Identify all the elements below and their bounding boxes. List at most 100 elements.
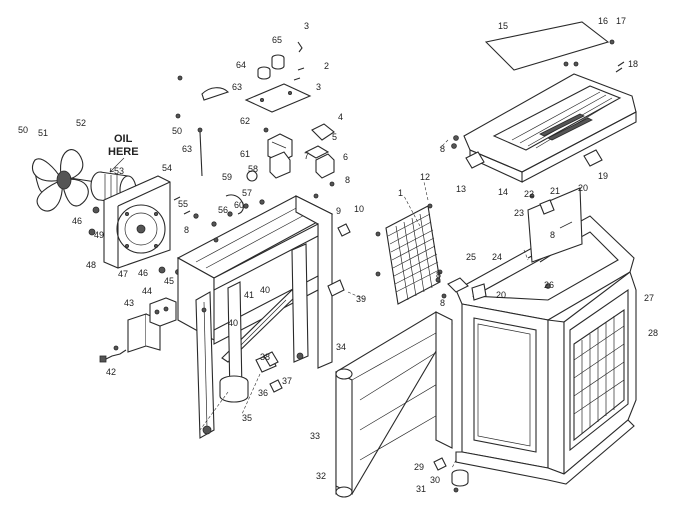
evaporative-media-pad xyxy=(335,311,453,498)
leader-lines xyxy=(199,139,529,469)
top-grille-assembly xyxy=(463,73,637,183)
fan-blade xyxy=(31,149,89,212)
callout-29: 29 xyxy=(414,462,424,472)
callout-15: 15 xyxy=(498,21,508,31)
callout-2: 2 xyxy=(324,61,329,71)
shaft-rod xyxy=(197,127,203,177)
callout-36: 36 xyxy=(258,388,268,398)
top-lid-cover xyxy=(484,21,610,71)
callout-50-a: 50 xyxy=(18,125,28,135)
callout-8-d: 8 xyxy=(440,298,445,308)
callout-54: 54 xyxy=(162,163,172,173)
drain-plug xyxy=(433,457,469,493)
callout-57: 57 xyxy=(242,188,252,198)
callout-32: 32 xyxy=(316,471,326,481)
oil-cap xyxy=(257,54,285,80)
callout-3-b: 3 xyxy=(316,82,321,92)
misc-hardware-right xyxy=(263,193,443,367)
callout-59: 59 xyxy=(222,172,232,182)
callout-8-e: 8 xyxy=(436,270,441,280)
small-screws-top xyxy=(175,41,335,243)
callout-26: 26 xyxy=(544,280,554,290)
callout-20-b: 20 xyxy=(496,290,506,300)
callout-51: 51 xyxy=(38,128,48,138)
callout-8-c: 8 xyxy=(184,225,189,235)
callout-12: 12 xyxy=(420,172,430,182)
switch-box xyxy=(127,297,177,353)
callout-labels: 1 2 3 3 4 5 6 7 8 8 8 8 8 8 9 10 12 13 1… xyxy=(18,16,658,494)
motor-top-cover xyxy=(201,87,230,101)
callout-39: 39 xyxy=(356,294,366,304)
clip-10 xyxy=(337,223,351,237)
float-valve-parts xyxy=(441,193,555,301)
callout-58: 58 xyxy=(248,164,258,174)
float-pump xyxy=(219,375,249,403)
bearing-block xyxy=(269,151,335,179)
callout-5: 5 xyxy=(332,132,337,142)
callout-40-a: 40 xyxy=(228,318,238,328)
callout-38: 38 xyxy=(260,352,270,362)
callout-18: 18 xyxy=(628,59,638,69)
callout-21: 21 xyxy=(550,186,560,196)
callout-43: 43 xyxy=(124,298,134,308)
callout-42: 42 xyxy=(106,367,116,377)
callout-8-f: 8 xyxy=(550,230,555,240)
cabinet-housing xyxy=(455,215,637,485)
fan-shroud xyxy=(103,175,171,269)
callout-50-b: 50 xyxy=(172,126,182,136)
callout-27: 27 xyxy=(644,293,654,303)
callout-44: 44 xyxy=(142,286,152,296)
center-support-post xyxy=(291,243,309,363)
callout-63: 63 xyxy=(232,82,242,92)
callout-60: 60 xyxy=(234,200,244,210)
callout-9: 9 xyxy=(336,206,341,216)
callout-8-a: 8 xyxy=(345,175,350,185)
callout-24: 24 xyxy=(492,252,502,262)
callout-31: 31 xyxy=(416,484,426,494)
callout-45: 45 xyxy=(164,276,174,286)
callout-22: 22 xyxy=(524,189,534,199)
callout-49: 49 xyxy=(94,230,104,240)
callout-40-b: 40 xyxy=(260,285,270,295)
callout-56: 56 xyxy=(218,205,228,215)
callout-34: 34 xyxy=(336,342,346,352)
callout-62: 62 xyxy=(240,116,250,126)
mounting-plate xyxy=(244,83,312,113)
callout-19: 19 xyxy=(598,171,608,181)
callout-8-b: 8 xyxy=(440,144,445,154)
oil-note-line2: HERE xyxy=(108,146,139,158)
callout-4: 4 xyxy=(338,112,343,122)
callout-7: 7 xyxy=(304,151,309,161)
callout-48: 48 xyxy=(86,260,96,270)
lid-clips xyxy=(451,39,625,169)
callout-65: 65 xyxy=(272,35,282,45)
callout-13: 13 xyxy=(456,184,466,194)
callout-46-a: 46 xyxy=(72,216,82,226)
front-louver-grille xyxy=(375,205,441,305)
callout-30: 30 xyxy=(430,475,440,485)
power-cord-plug xyxy=(99,345,127,363)
callout-33: 33 xyxy=(310,431,320,441)
callout-55: 55 xyxy=(178,199,188,209)
callout-14: 14 xyxy=(498,187,508,197)
callout-10: 10 xyxy=(354,204,364,214)
callout-25: 25 xyxy=(466,252,476,262)
oil-here-note: OIL HERE xyxy=(108,133,139,173)
callout-37: 37 xyxy=(282,376,292,386)
callout-61: 61 xyxy=(240,149,250,159)
callout-1: 1 xyxy=(398,188,403,198)
callout-64: 64 xyxy=(236,60,246,70)
callout-16: 16 xyxy=(598,16,608,26)
callout-6: 6 xyxy=(343,152,348,162)
pulley-belt xyxy=(225,170,258,215)
callout-46-b: 46 xyxy=(138,268,148,278)
callout-23: 23 xyxy=(514,208,524,218)
callout-47: 47 xyxy=(118,269,128,279)
oil-note-line1: OIL xyxy=(114,133,133,145)
callout-20: 20 xyxy=(578,183,588,193)
callout-17: 17 xyxy=(616,16,626,26)
pad-frame-right xyxy=(435,311,453,449)
callout-53: 53 xyxy=(114,166,124,176)
callout-52: 52 xyxy=(76,118,86,128)
